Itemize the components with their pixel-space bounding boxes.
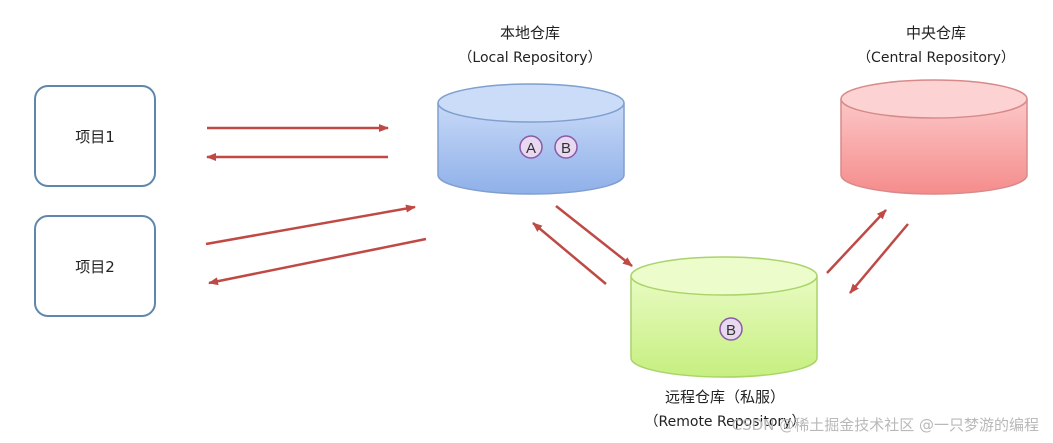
remote-repository-subtitle: （Remote Repository） bbox=[644, 414, 806, 430]
project-1-label: 项目1 bbox=[75, 127, 115, 146]
local-repository-title: 本地仓库 bbox=[499, 24, 560, 42]
project-2-box: 项目2 bbox=[34, 215, 156, 317]
arrow-central-to-remote bbox=[849, 223, 909, 294]
remote-repository-title: 远程仓库（私服） bbox=[664, 388, 785, 406]
svg-text:A: A bbox=[526, 140, 536, 157]
central-repository-subtitle: （Central Repository） bbox=[857, 50, 1015, 66]
arrow-remote-to-central bbox=[826, 209, 887, 274]
local-repository-label: 本地仓库 （Local Repository） bbox=[430, 22, 630, 67]
arrow-local-to-remote bbox=[555, 205, 633, 267]
arrows bbox=[205, 124, 909, 294]
local-repository-subtitle: （Local Repository） bbox=[458, 50, 602, 66]
central-repository-label: 中央仓库 （Central Repository） bbox=[836, 22, 1036, 67]
remote-repository-cylinder bbox=[630, 256, 818, 378]
arrow-local-to-project2 bbox=[208, 237, 427, 286]
arrow-project2-to-local bbox=[205, 204, 416, 246]
local-artifact-a: A bbox=[519, 135, 543, 159]
remote-repository-label: 远程仓库（私服） （Remote Repository） bbox=[620, 386, 830, 431]
local-artifact-b: B bbox=[554, 135, 578, 159]
watermark: CSDN @稀土掘金技术社区 @一只梦游的编程 bbox=[731, 416, 1039, 434]
project-1-box: 项目1 bbox=[34, 85, 156, 187]
arrow-remote-to-local bbox=[532, 222, 607, 285]
remote-artifact-b: B bbox=[719, 317, 743, 341]
svg-text:B: B bbox=[561, 140, 571, 157]
project-2-label: 项目2 bbox=[75, 257, 115, 276]
central-repository-title: 中央仓库 bbox=[905, 24, 966, 42]
svg-text:B: B bbox=[726, 322, 736, 339]
central-repository-cylinder bbox=[840, 79, 1028, 195]
